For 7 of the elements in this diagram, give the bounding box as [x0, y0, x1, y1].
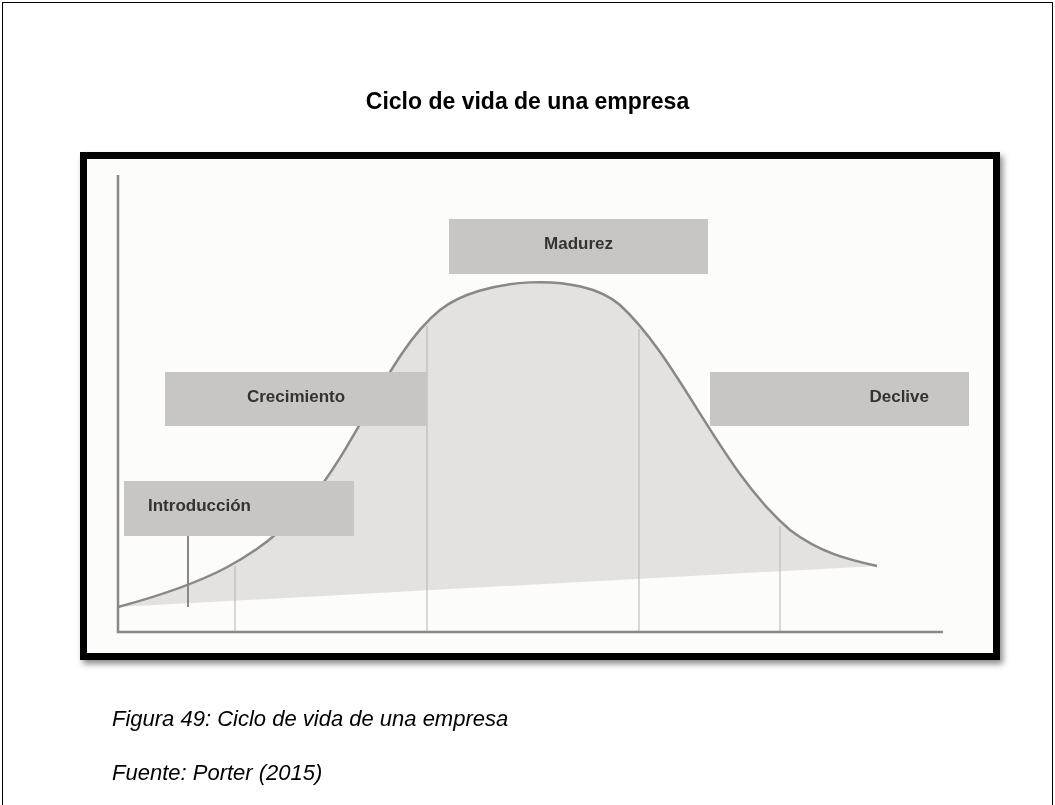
- stage-label-box: Introducción: [124, 481, 354, 536]
- stage-label-box: Madurez: [449, 219, 708, 274]
- caption: Figura 49: Ciclo de vida de una empresa: [112, 705, 509, 733]
- source-note: Fuente: Porter (2015): [112, 759, 323, 787]
- title: Ciclo de vida de una empresa: [364, 87, 691, 116]
- stage-label-box: Crecimiento: [165, 372, 427, 426]
- stage-label-box: Declive: [710, 372, 969, 426]
